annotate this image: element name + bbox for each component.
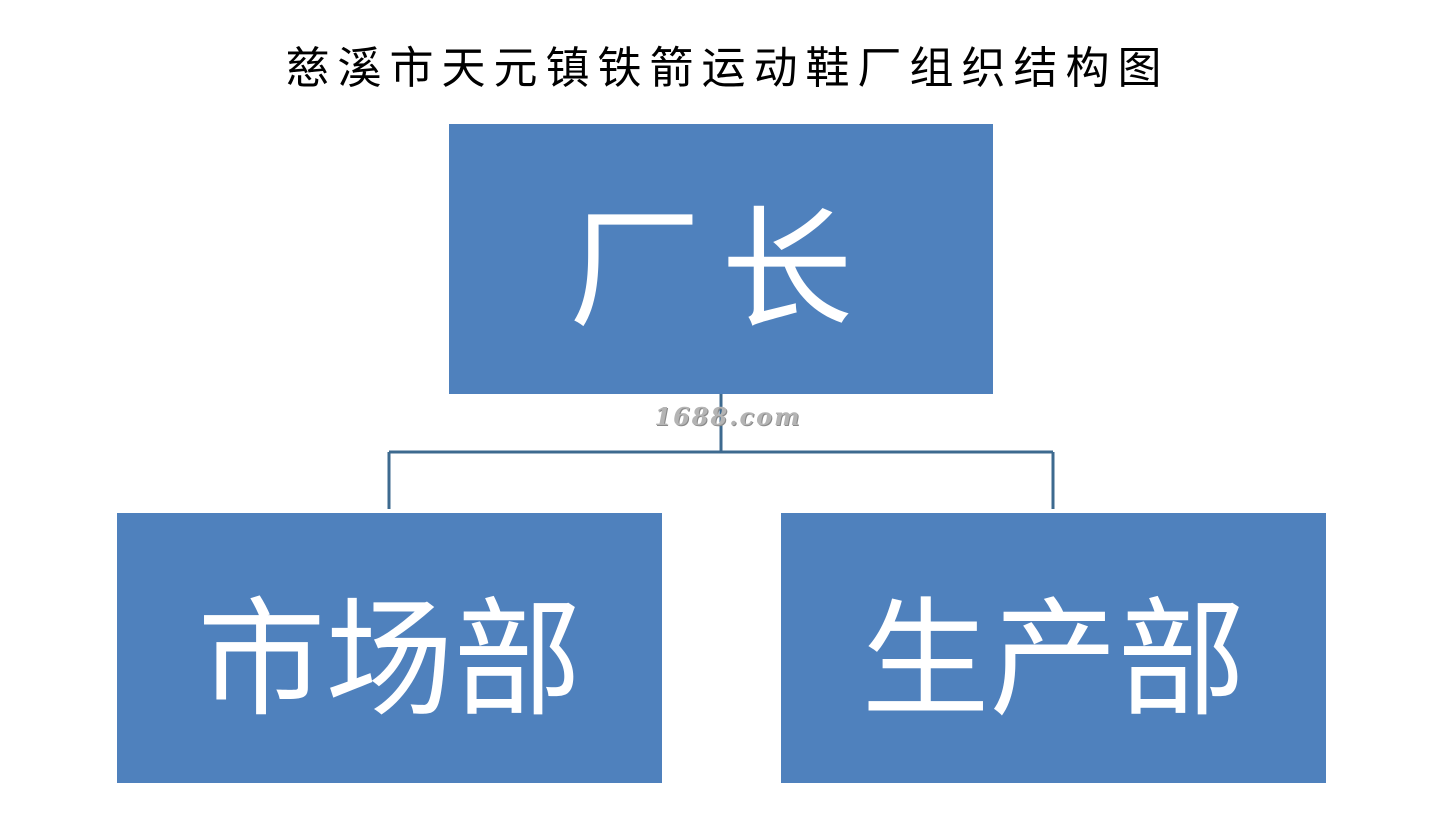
org-node-director-label: 厂长 (569, 193, 873, 348)
org-node-director: 厂长 (449, 124, 993, 394)
page-title: 慈溪市天元镇铁箭运动鞋厂组织结构图 (285, 43, 1170, 94)
org-node-production: 生产部 (781, 513, 1326, 783)
org-node-production-label: 生产部 (861, 585, 1246, 735)
watermark-logo: 1688.com (654, 402, 802, 431)
org-node-marketing-label: 市场部 (197, 585, 582, 735)
org-node-marketing: 市场部 (117, 513, 662, 783)
